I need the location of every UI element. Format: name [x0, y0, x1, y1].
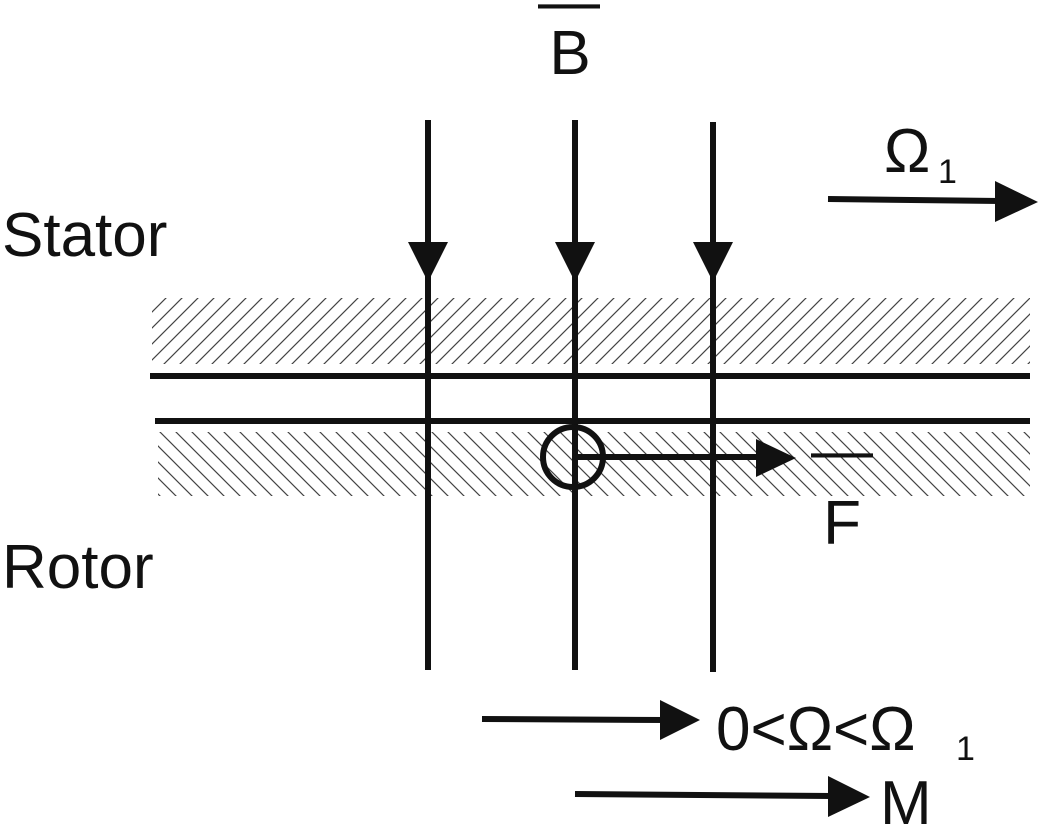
- stator-label: Stator: [2, 201, 167, 270]
- stator-speed-symbol: Ω: [884, 117, 930, 186]
- field-bar-label: —: [538, 0, 600, 36]
- force-arrow-head: [756, 439, 796, 477]
- stator-speed-arrow-head: [995, 181, 1038, 222]
- stator-speed-subscript: 1: [938, 153, 957, 191]
- field-label: B: [549, 19, 590, 88]
- rotor-label: Rotor: [2, 533, 154, 602]
- rotor-speed-arrow-shaft: [481, 716, 666, 723]
- force-bar-label: —: [811, 416, 873, 485]
- field-arrow-1: [408, 242, 448, 282]
- torque-label: M: [880, 769, 932, 828]
- stator-hatch: [152, 298, 1030, 364]
- rotor-speed-arrow-head: [660, 700, 700, 740]
- force-label: F: [823, 489, 861, 558]
- torque-arrow-shaft: [574, 791, 833, 799]
- rotor-hatch: [158, 432, 1030, 496]
- rotor-speed-label: 0<Ω<Ω: [716, 695, 916, 764]
- rotor-speed-subscript: 1: [956, 730, 975, 768]
- torque-arrow-head: [828, 776, 870, 817]
- stator-speed-arrow-shaft: [827, 196, 1001, 204]
- field-arrow-2: [555, 242, 595, 282]
- field-arrow-3: [693, 242, 733, 282]
